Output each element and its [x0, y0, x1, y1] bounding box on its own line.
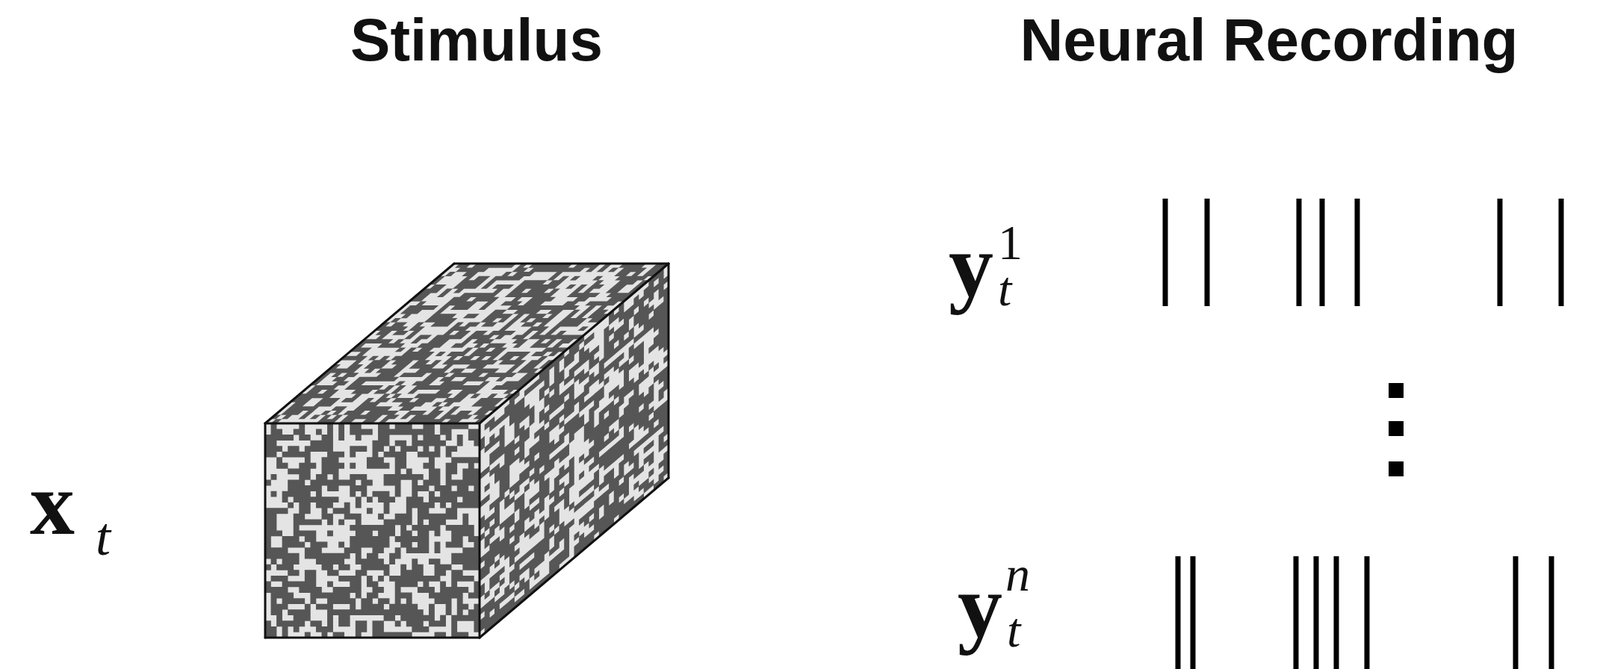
- spike: [1497, 198, 1503, 307]
- cube-edge: [479, 478, 669, 638]
- panel-heading: Neural Recording: [1020, 10, 1519, 71]
- cube-edge: [264, 423, 267, 638]
- spike: [1293, 556, 1299, 669]
- spike: [1354, 198, 1361, 307]
- spike: [1190, 556, 1196, 669]
- spike: [1549, 556, 1555, 669]
- cube-edge: [265, 422, 480, 426]
- ellipsis-dot: [1388, 421, 1404, 437]
- spike-trains: [1165, 198, 1562, 669]
- noise-pixels: [479, 263, 669, 639]
- neuron-index: 1: [997, 218, 1023, 268]
- face-ground: [479, 263, 669, 638]
- cube-edge: [265, 263, 455, 424]
- neuron-index: n: [1005, 549, 1031, 600]
- vertical-ellipsis: [1388, 383, 1404, 477]
- cube-edge: [265, 637, 480, 640]
- cube-edge: [667, 263, 671, 479]
- spike: [1513, 556, 1519, 669]
- ellipsis-dot: [1388, 383, 1404, 399]
- stimulus-symbol: x: [29, 459, 75, 550]
- time-subscript: t: [1006, 605, 1021, 656]
- time-subscript: t: [997, 264, 1012, 314]
- spike: [1163, 198, 1169, 307]
- spike: [1558, 198, 1565, 307]
- ellipsis-dot: [1388, 461, 1404, 477]
- panel-heading: Stimulus: [350, 10, 603, 71]
- spike: [1175, 556, 1181, 669]
- cube-face: [265, 423, 480, 638]
- spike: [1334, 556, 1340, 669]
- cube-edge: [479, 263, 669, 424]
- spike: [1364, 556, 1370, 669]
- cube-edge: [454, 262, 669, 266]
- response-symbol: y: [948, 221, 994, 311]
- spike: [1313, 556, 1320, 669]
- cube-face: [479, 263, 669, 639]
- stimulus-cube: [265, 263, 670, 639]
- noise-pixels: [265, 423, 480, 638]
- face-ground: [265, 423, 480, 638]
- response-symbol: y: [957, 561, 1003, 652]
- cube-edge: [478, 423, 482, 638]
- spike: [1319, 198, 1326, 307]
- spike: [1296, 198, 1302, 307]
- time-subscript: t: [95, 510, 111, 564]
- spike: [1204, 198, 1211, 307]
